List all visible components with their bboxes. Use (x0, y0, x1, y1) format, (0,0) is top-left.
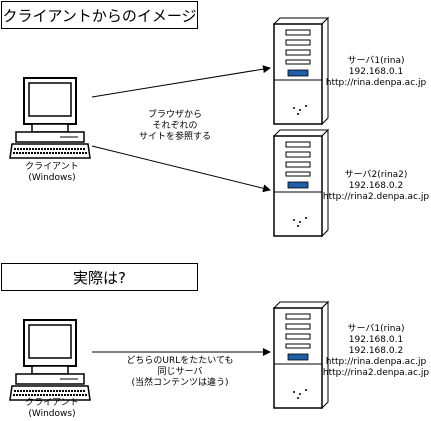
shared-server-ip1: 192.168.0.1 (348, 335, 404, 345)
server1-info: サーバ1(rina) 192.168.0.1 http://rina.denpa… (322, 56, 430, 89)
client-name-bottom: クライアント (25, 398, 79, 408)
arrow-to-server1 (91, 65, 271, 98)
shared-server-ip2: 192.168.0.2 (348, 346, 404, 356)
shared-server-info: サーバ1(rina) 192.168.0.1 192.168.0.2 http:… (322, 324, 430, 379)
server1-url: http://rina.denpa.ac.jp (325, 78, 427, 88)
server-bottom (273, 301, 329, 409)
server1-name: サーバ1(rina) (347, 56, 405, 66)
browser-note-line3: サイトを参照する (138, 132, 211, 142)
shared-server-name: サーバ1(rina) (347, 324, 405, 334)
client-image-title-box: クライアントからのイメージ (1, 1, 198, 29)
same-server-note-line1: どちらのURLをたたいても (126, 356, 234, 366)
shared-server-url1: http://rina.denpa.ac.jp (325, 357, 427, 367)
client-name: クライアント (25, 162, 79, 172)
arrow-to-server2 (91, 145, 271, 193)
actual-title-box: 実際は? (1, 263, 198, 291)
server2-url: http://rina2.denpa.ac.jp (322, 192, 430, 202)
same-server-note: どちらのURLをたたいても 同じサーバ (当然コンテンツは違う) (105, 356, 255, 389)
server2-info: サーバ2(rina2) 192.168.0.2 http://rina2.den… (322, 170, 430, 203)
client-label-bottom: クライアント (Windows) (12, 398, 92, 420)
browser-note-line1: ブラウザから (147, 110, 202, 120)
same-server-note-line3: (当然コンテンツは違う) (131, 378, 229, 388)
server2-ip: 192.168.0.2 (348, 181, 404, 191)
actual-title: 実際は? (73, 268, 126, 287)
browser-note: ブラウザから それぞれの サイトを参照する (120, 110, 230, 143)
client-computer-bottom (9, 319, 91, 401)
server1-ip: 192.168.0.1 (348, 67, 404, 77)
same-server-note-line2: 同じサーバ (157, 367, 203, 377)
client-image-title: クライアントからのイメージ (2, 6, 197, 25)
client-label-top: クライアント (Windows) (12, 162, 92, 184)
client-os-bottom: (Windows) (28, 409, 76, 419)
server2-top (273, 129, 329, 237)
server1-top (273, 17, 329, 125)
client-os: (Windows) (28, 173, 76, 183)
server2-name: サーバ2(rina2) (344, 170, 408, 180)
shared-server-url2: http://rina2.denpa.ac.jp (322, 368, 430, 378)
client-computer-top (9, 77, 91, 159)
browser-note-line2: それぞれの (152, 121, 198, 131)
